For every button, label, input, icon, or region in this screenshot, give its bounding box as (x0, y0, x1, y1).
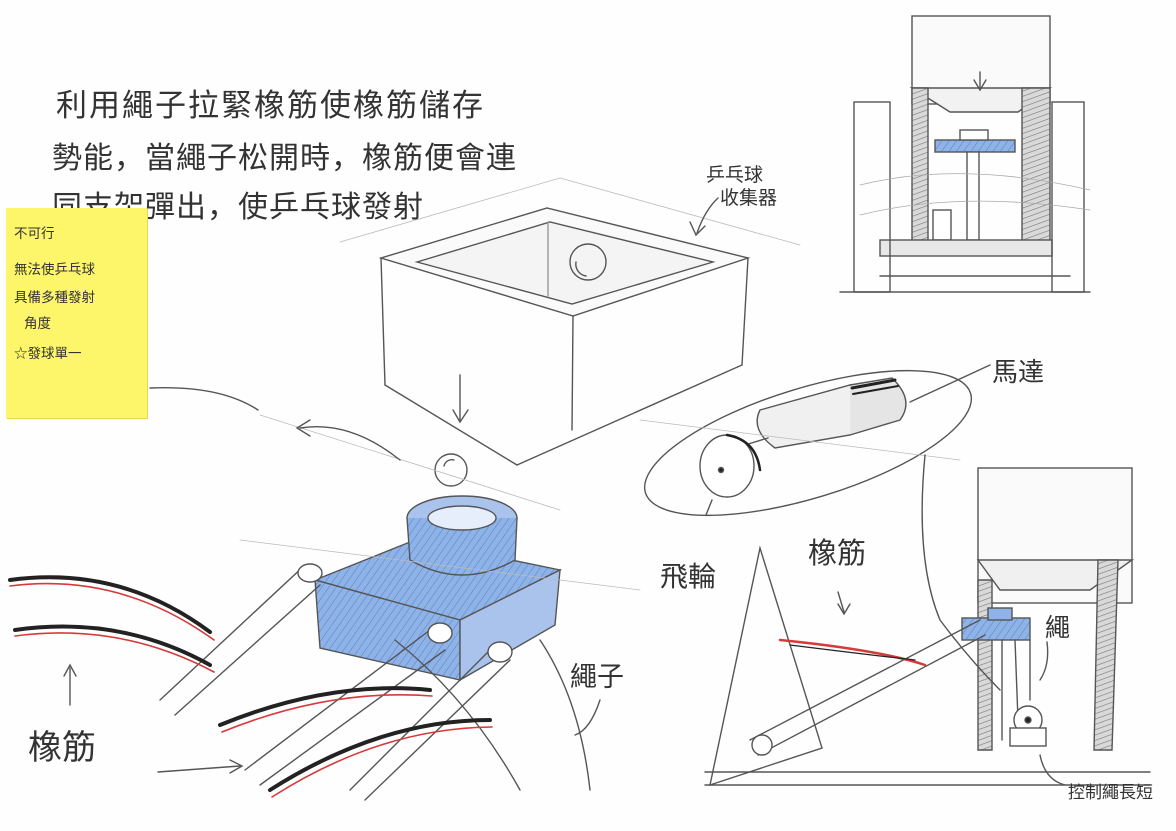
sticky-note-line-5: ☆發球單一 (14, 346, 82, 362)
label-rubber-band-left: 橡筋 (28, 728, 96, 768)
ball-collector-box (339, 177, 801, 466)
launcher-arms (159, 414, 641, 801)
arrow-to-ball-collector-icon (696, 197, 719, 234)
arrow-down-icon (452, 374, 469, 424)
sticky-note: 不可行 無法使乒乓球 具備多種發射 角度 ☆發球單一 (6, 208, 147, 418)
label-rope-control: 控制繩長短 (1068, 783, 1153, 803)
intro-note-line-1: 利用繩子拉緊橡筋使橡筋儲存 (56, 88, 485, 124)
launch-platform (312, 495, 563, 682)
arrow-left-curve-icon (295, 419, 401, 461)
label-flywheel: 飛輪 (660, 560, 717, 593)
arrowhead-ball-collector-icon (689, 221, 706, 237)
sticky-note-line-1: 不可行 (14, 226, 55, 242)
label-motor: 馬達 (992, 358, 1045, 388)
sticky-note-line-3: 具備多種發射 (14, 290, 95, 306)
arrow-up-icon (63, 663, 77, 706)
motor-flywheel-assembly (639, 364, 991, 517)
rubber-bands-left (8, 575, 493, 798)
arrow-to-sticky-icon (149, 386, 259, 411)
ping-pong-ball-icon (569, 243, 607, 281)
label-rubber-band-right: 橡筋 (808, 536, 867, 570)
falling-ball-icon (434, 453, 468, 487)
side-view-catapult (704, 454, 1151, 787)
label-rope-right: 繩 (1045, 613, 1071, 642)
top-frame-view (839, 15, 1091, 293)
rope-pointer-icon (574, 699, 601, 736)
label-rope-left: 繩子 (570, 662, 624, 693)
sticky-note-line-4: 角度 (24, 316, 51, 332)
sticky-note-line-2: 無法使乒乓球 (14, 262, 95, 278)
label-ball-collector-2: 收集器 (720, 187, 778, 209)
intro-note-line-2: 勢能，當繩子松開時，橡筋便會連 (52, 141, 517, 176)
arrow-right-icon (157, 759, 244, 774)
label-ball-collector-1: 乒乓球 (706, 164, 764, 186)
